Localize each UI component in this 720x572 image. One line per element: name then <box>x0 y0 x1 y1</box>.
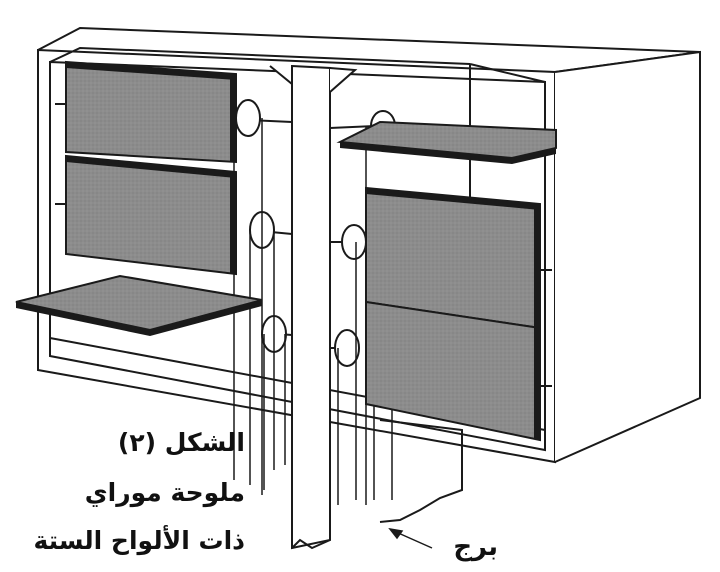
figure-caption-subtitle: ملوحة موراي <box>84 478 245 507</box>
tower-pointer <box>388 527 433 549</box>
figure-caption-description: ذات الألواح الستة <box>33 526 245 555</box>
tower-label: برج <box>453 532 498 562</box>
figure-caption-title: الشكل (٢) <box>117 428 245 457</box>
shutter-panels <box>15 60 557 442</box>
shutter-panel-4 <box>336 120 557 160</box>
tower-post <box>269 64 463 550</box>
